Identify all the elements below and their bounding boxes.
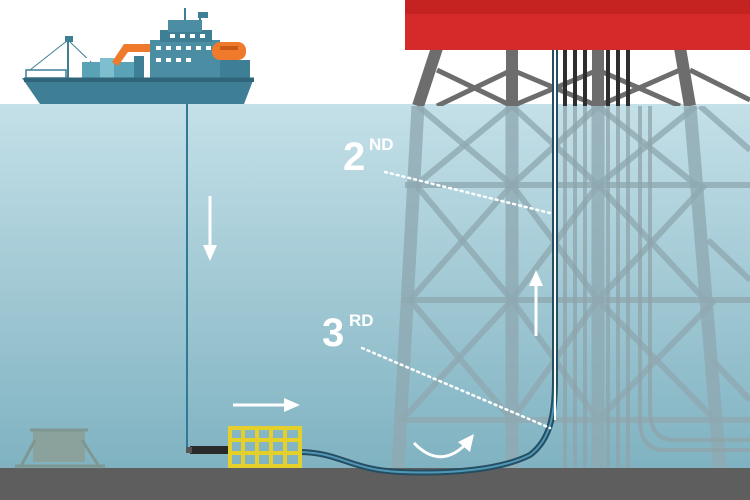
leader-line-3rd (360, 346, 552, 430)
arrow-up-icon (529, 270, 543, 336)
label-3rd: 3 RD (322, 311, 374, 355)
curved-arrow-icon (412, 434, 474, 459)
arrow-right-icon (233, 398, 300, 412)
label-2nd-number: 2 (343, 135, 365, 179)
water (0, 104, 750, 470)
pull-head (190, 446, 230, 454)
subsea-module (228, 426, 302, 468)
installation-vessel (22, 8, 254, 104)
leader-line-2nd (383, 170, 552, 215)
label-3rd-number: 3 (322, 311, 344, 355)
existing-subsea-structure (15, 428, 105, 469)
label-2nd-suffix: ND (369, 135, 394, 154)
arrow-down-icon (203, 196, 217, 261)
label-3rd-suffix: RD (349, 311, 374, 330)
seabed (0, 468, 750, 500)
lifeboat (212, 42, 246, 60)
vessel-hull (22, 78, 254, 104)
label-2nd: 2 ND (343, 135, 394, 179)
